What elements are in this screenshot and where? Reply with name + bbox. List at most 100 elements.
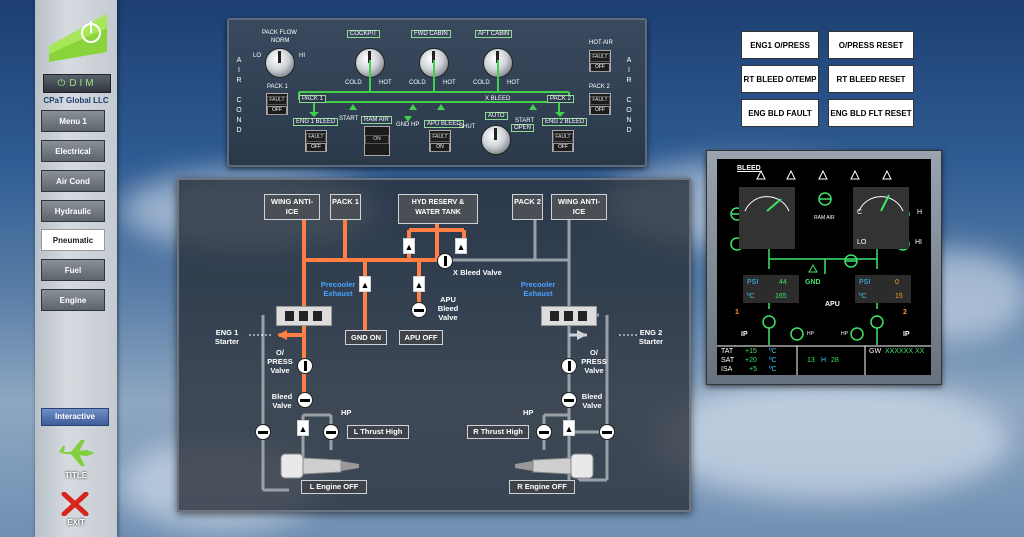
apu-off-button[interactable]: APU OFF xyxy=(399,330,443,345)
bleed-valve-left[interactable] xyxy=(297,392,313,408)
nav-electrical[interactable]: Electrical xyxy=(41,140,105,162)
eng-bld-flt-reset-button[interactable]: ENG BLD FLT RESET xyxy=(828,99,914,127)
dim-button[interactable]: ⏻DIM xyxy=(43,74,111,93)
r-engine-off-button[interactable]: R Engine OFF xyxy=(509,480,575,494)
ecam-bleed-page: BLEED RAM AIR C H LO HI PSI 44 ºC 165 PS… xyxy=(717,159,931,375)
airplane-title-icon[interactable] xyxy=(57,440,95,466)
hp-valve-left[interactable] xyxy=(323,424,339,440)
cpat-logo-icon xyxy=(49,14,107,62)
o-press-valve-right[interactable] xyxy=(561,358,577,374)
ecam-sat-unit: ºC xyxy=(769,357,777,364)
eng1-starter-label: ENG 1 Starter xyxy=(214,328,240,346)
right-engine-icon xyxy=(515,453,594,479)
sidebar: ⏻DIM CPaT Global LLC Menu 1 Electrical A… xyxy=(35,0,117,537)
r-thrust-high-button[interactable]: R Thrust High xyxy=(467,425,529,439)
o-press-reset-button[interactable]: O/PRESS RESET xyxy=(828,31,914,59)
pack-flow-knob[interactable] xyxy=(265,48,295,78)
o-press-valve-left[interactable] xyxy=(297,358,313,374)
hyd-reserv-box: HYD RESERV & WATER TANK xyxy=(398,194,478,224)
ecam-isa-value: +5 xyxy=(749,366,757,373)
ram-air-guarded-switch[interactable]: ON xyxy=(364,126,390,156)
ecam-h-label: H xyxy=(917,209,923,216)
o-press-valve-right-label: O/ PRESS Valve xyxy=(581,348,607,375)
gnd-on-button[interactable]: GND ON xyxy=(345,330,387,345)
aft-cabin-label: AFT CABIN xyxy=(475,30,513,38)
left-engine-icon xyxy=(280,453,359,479)
ecam-tat-unit: ºC xyxy=(769,348,777,355)
precooler-exhaust-right-label: Precooler Exhaust xyxy=(520,280,556,298)
nav-engine[interactable]: Engine xyxy=(41,289,105,311)
hp-valve-left-outer[interactable] xyxy=(255,424,271,440)
ecam-tat-value: +15 xyxy=(745,348,757,355)
nav-menu-1[interactable]: Menu 1 xyxy=(41,110,105,132)
nav-hydraulic[interactable]: Hydraulic xyxy=(41,200,105,222)
hot-label: HOT xyxy=(443,80,456,86)
l-thrust-high-button[interactable]: L Thrust High xyxy=(347,425,409,439)
schematic-ducts xyxy=(249,220,639,492)
ecam-gw-value: XXXXXX XX xyxy=(885,348,925,355)
x-bleed-selector-knob[interactable] xyxy=(481,125,511,155)
ecam-isa-unit: ºC xyxy=(769,366,777,373)
ecam-time-h-label: H xyxy=(821,357,827,364)
ecam-eng1-label: 1 xyxy=(735,309,739,316)
ecam-gw-label: GW xyxy=(869,348,882,355)
rt-bleed-o-temp-button[interactable]: RT BLEED O/TEMP xyxy=(741,65,819,93)
check-valve-icon: ▲ xyxy=(359,276,371,292)
ecam-isa-label: ISA xyxy=(721,366,733,373)
ecam-psi-right-label: PSI xyxy=(859,279,871,286)
ecam-gnd-label: GND xyxy=(805,279,821,286)
gnd-hp-label: GND HP xyxy=(396,122,420,128)
ecam-eng2-label: 2 xyxy=(903,309,907,316)
l-engine-off-button[interactable]: L Engine OFF xyxy=(301,480,367,494)
exit-x-icon[interactable] xyxy=(61,492,89,516)
x-bleed-valve[interactable] xyxy=(437,253,453,269)
check-valve-icon: ▲ xyxy=(563,420,575,436)
bleed-valve-right[interactable] xyxy=(561,392,577,408)
eng2-starter-label: ENG 2 Starter xyxy=(638,328,664,346)
precooler-exhaust-left-label: Precooler Exhaust xyxy=(320,280,356,298)
nav-pneumatic[interactable]: Pneumatic xyxy=(41,229,105,251)
eng-bld-fault-button[interactable]: ENG BLD FAULT xyxy=(741,99,819,127)
nav-fuel[interactable]: Fuel xyxy=(41,259,105,281)
cloud xyxy=(650,380,1010,500)
ecam-bleed-lines xyxy=(717,169,931,375)
apu-bleed-valve[interactable] xyxy=(411,302,427,318)
x-bleed-valve-label: X Bleed Valve xyxy=(453,268,502,277)
ecam-tat-label: TAT xyxy=(721,348,734,355)
hp-valve-right[interactable] xyxy=(536,424,552,440)
cold-label: COLD xyxy=(409,80,426,86)
bleed-valve-right-label: Bleed Valve xyxy=(581,392,603,410)
interactive-button[interactable]: Interactive xyxy=(41,408,109,426)
ecam-hp-right-label: HP xyxy=(841,331,848,337)
check-valve-icon: ▲ xyxy=(297,420,309,436)
hot-label: HOT xyxy=(507,80,520,86)
pack-flow-label: PACK FLOW xyxy=(262,30,297,36)
pack1-duct-label: PACK 1 xyxy=(299,95,326,103)
wing-anti-ice-right-box: WING ANTI-ICE xyxy=(551,194,607,220)
eng1-o-press-button[interactable]: ENG1 O/PRESS xyxy=(741,31,819,59)
rt-bleed-reset-button[interactable]: RT BLEED RESET xyxy=(828,65,914,93)
cockpit-label: COCKPIT xyxy=(347,30,380,38)
hot-air-label: HOT AIR xyxy=(589,40,613,46)
ecam-left-psi-value: 44 xyxy=(779,279,787,286)
power-icon: ⏻ xyxy=(57,78,66,89)
ecam-c-label: C xyxy=(857,209,863,216)
hp-valve-right-outer[interactable] xyxy=(599,424,615,440)
nav-air-cond[interactable]: Air Cond xyxy=(41,170,105,192)
pack2-label: PACK 2 xyxy=(589,84,610,90)
shut-label: SHUT xyxy=(459,124,476,130)
lo-label: LO xyxy=(253,53,262,59)
start-label: START xyxy=(339,116,359,122)
dim-label: DIM xyxy=(69,78,97,89)
title-label: TITLE xyxy=(64,471,88,480)
ecam-hp-left-label: HP xyxy=(807,331,814,337)
ecam-time-hours: 13 xyxy=(807,357,815,364)
